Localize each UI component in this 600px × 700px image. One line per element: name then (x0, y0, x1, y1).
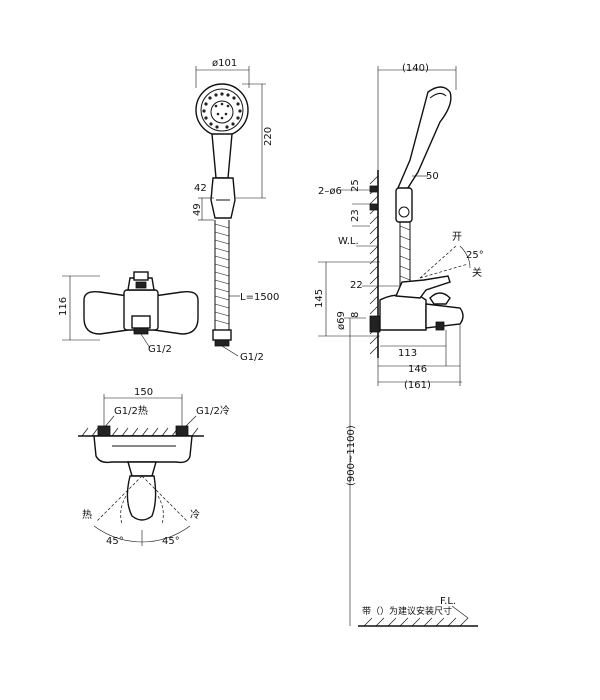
dim-head-length: 220 (263, 127, 274, 146)
dim-side-50: 50 (426, 171, 439, 182)
label-close: 关 (472, 266, 482, 279)
dim-hose-length: L=1500 (240, 292, 279, 303)
dim-side-145: 145 (314, 289, 325, 308)
dim-head-diameter: ø101 (212, 58, 237, 69)
label-cold: 冷 (190, 508, 200, 521)
dim-body-inlet: G1/2 (148, 344, 172, 355)
dim-inlet-hot: G1/2热 (114, 404, 148, 417)
label-water-level: W.L. (338, 236, 359, 247)
dim-side-161: (161) (404, 380, 431, 391)
dim-bracket-height: 49 (192, 203, 203, 216)
label-hot: 热 (82, 508, 92, 521)
hose (212, 220, 232, 347)
dim-body-height: 116 (58, 297, 69, 316)
dim-angle-right: 45° (162, 536, 180, 547)
dim-angle-left: 45° (106, 536, 124, 547)
dim-side-8: 8 (350, 312, 361, 318)
dim-side-146: 146 (408, 364, 427, 375)
dim-install-height: (900~1100) (346, 425, 357, 486)
hand-shower: ø101 220 42 49 (192, 58, 279, 363)
mixer-side-view: (140) 50 2–ø6 25 23 W.L. 开 关 25° (314, 63, 484, 627)
dim-lever-angle: 25° (466, 250, 484, 261)
dim-inlet-cold: G1/2冷 (196, 404, 230, 417)
dim-hose-thread: G1/2 (240, 352, 264, 363)
dim-side-25: 25 (350, 179, 361, 192)
dim-bracket-width: 42 (194, 183, 207, 194)
label-open: 开 (452, 232, 462, 243)
dim-side-22: 22 (350, 280, 363, 291)
label-floor: F.L. (440, 596, 456, 607)
dim-side-holes: 2–ø6 (318, 186, 342, 197)
mixer-top-view: 150 G1/2热 G1/2冷 热 冷 45° 45° (78, 387, 230, 547)
dim-side-23: 23 (350, 209, 361, 222)
dim-side-69: ø69 (336, 311, 347, 330)
dim-side-113: 113 (398, 348, 417, 359)
install-note: 带（）为建议安装尺寸 (362, 605, 452, 617)
mixer-front-view: 116 G1/2 (58, 271, 199, 355)
dim-side-total-width: (140) (402, 63, 429, 74)
dim-centers: 150 (134, 387, 153, 398)
